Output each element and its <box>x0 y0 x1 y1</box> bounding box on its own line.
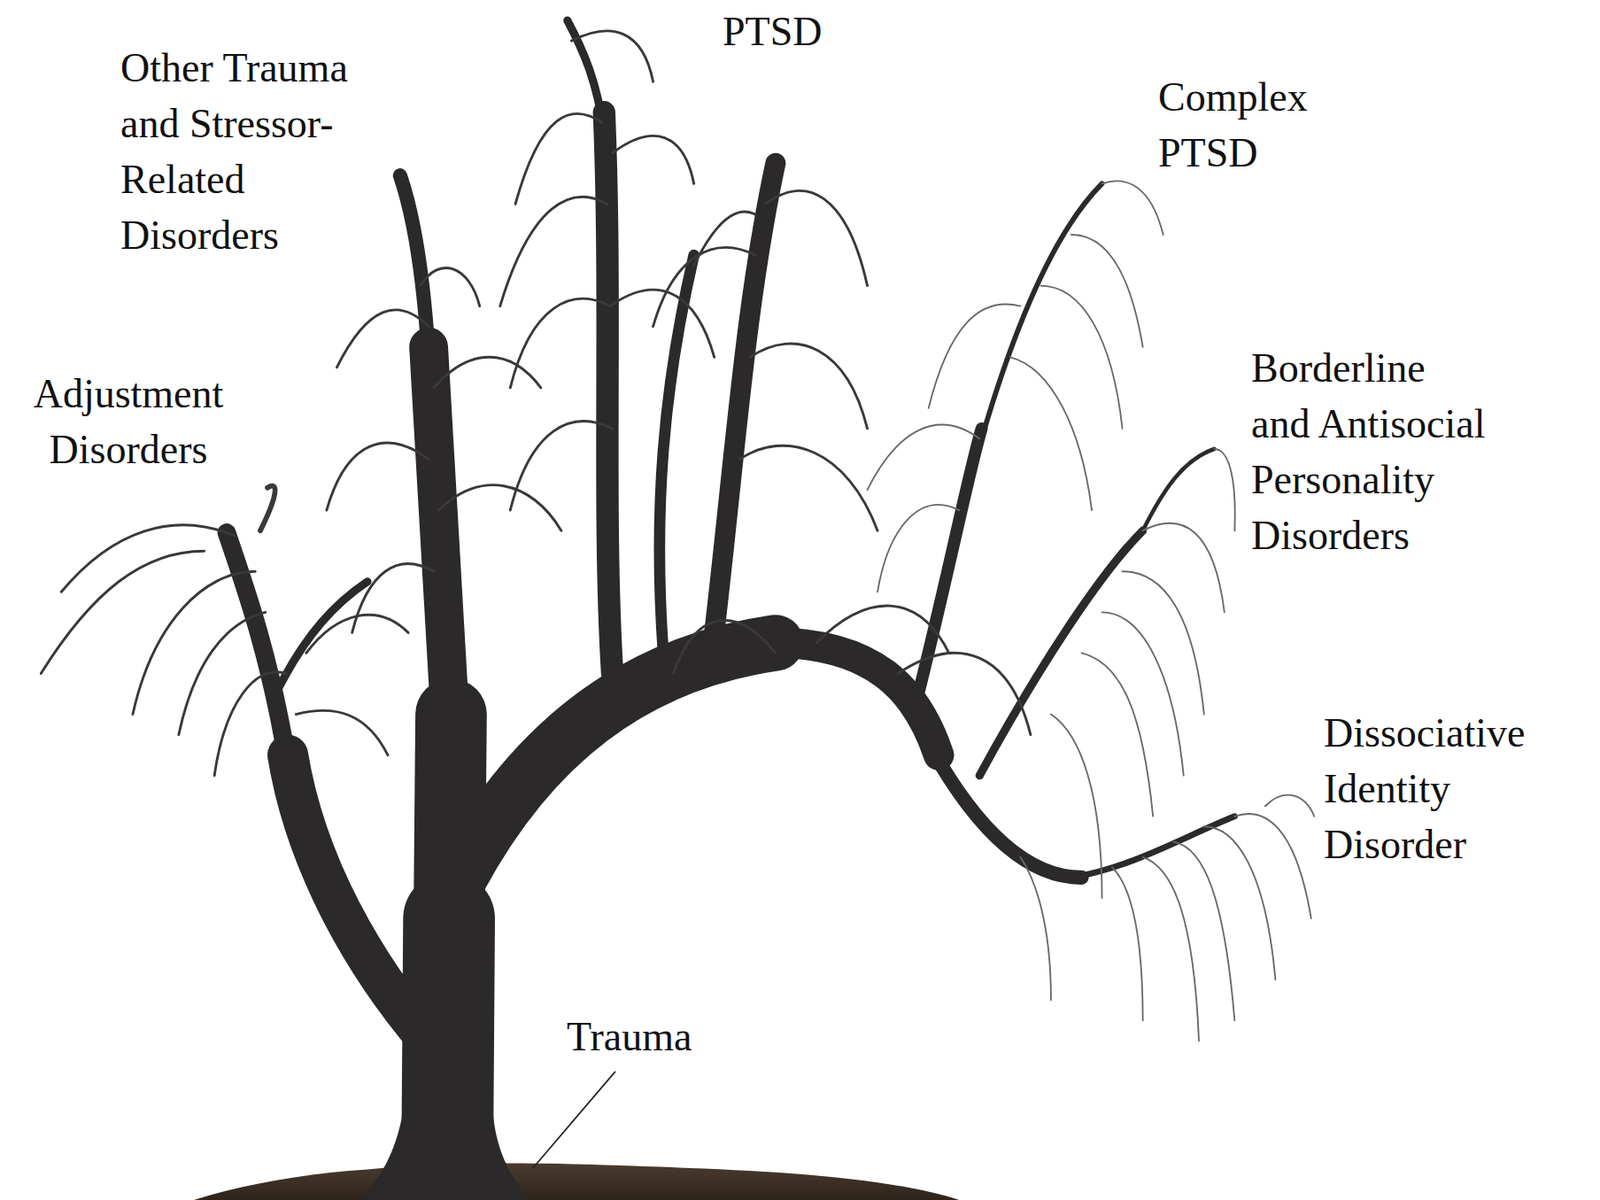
tree-stroke <box>765 190 867 286</box>
tree-stroke <box>1112 866 1144 1021</box>
tree-stroke <box>755 642 939 756</box>
disorder-label: Other Trauma and Stressor-Related Disord… <box>120 39 404 263</box>
tree-stroke <box>178 611 266 735</box>
tree-stroke <box>659 255 695 653</box>
disorder-label: Dissociative Identity Disorder <box>1323 704 1554 873</box>
tree-stroke <box>673 620 776 674</box>
tree-stroke <box>611 135 694 184</box>
tree-stroke <box>1173 842 1235 1021</box>
tree-stroke <box>287 755 429 1042</box>
tree-stroke <box>420 268 480 307</box>
tree-stroke <box>400 175 429 357</box>
tree-stroke <box>275 581 368 695</box>
tree-stroke <box>1204 826 1276 980</box>
tree-stroke <box>533 1071 616 1168</box>
ground <box>193 1162 959 1200</box>
tree-stroke <box>1122 571 1205 714</box>
tree-stroke <box>1143 448 1215 531</box>
tree-stroke <box>867 425 981 490</box>
tree-stroke <box>510 421 612 511</box>
disorder-label: Trauma <box>566 1008 744 1065</box>
disorder-label: Complex PTSD <box>1158 69 1336 181</box>
tree-stroke <box>897 652 1031 735</box>
tree-stroke <box>295 710 388 755</box>
tree-stroke <box>336 309 429 368</box>
tree-stroke <box>930 746 1083 877</box>
trunk-and-limbs <box>226 20 1235 1200</box>
tree-stroke <box>714 162 776 633</box>
tree-stroke <box>1051 714 1103 898</box>
tree-stroke <box>510 298 611 387</box>
tree-stroke <box>226 532 288 766</box>
tree-stroke <box>694 211 756 266</box>
tree-stroke <box>1040 285 1122 429</box>
tree-stroke <box>1102 180 1164 235</box>
tree-stroke <box>214 672 286 776</box>
tree-stroke <box>1234 813 1311 919</box>
tree-stroke <box>749 343 868 429</box>
tree-stroke <box>877 504 959 592</box>
disorder-label: Adjustment Disorders <box>0 365 257 478</box>
tree-stroke <box>603 112 612 674</box>
tree-stroke <box>433 356 542 388</box>
tree-stroke <box>306 614 409 653</box>
tree-stroke <box>1143 523 1225 612</box>
tree-stroke <box>132 571 256 714</box>
disorder-label: Borderline and Antisocial Personality Di… <box>1251 340 1491 564</box>
tree-stroke <box>61 525 235 593</box>
tree-stroke <box>571 30 653 82</box>
pale-twigs <box>867 180 1315 1041</box>
tree-stroke <box>1010 356 1092 511</box>
tree-stroke <box>260 486 276 531</box>
tree-stroke <box>1020 857 1052 1000</box>
tree-stroke <box>653 247 756 327</box>
tree-stroke <box>1143 857 1199 1041</box>
tree-stroke <box>352 564 434 634</box>
tree-stroke <box>428 347 451 735</box>
tree-stroke <box>1071 816 1235 878</box>
tree-stroke <box>500 196 608 306</box>
tree-stroke <box>515 113 603 204</box>
tree-stroke <box>928 304 1021 409</box>
tree-stroke <box>1213 448 1235 531</box>
tree-stroke <box>439 485 562 531</box>
tree-stroke <box>816 605 950 653</box>
tree-stroke <box>981 183 1103 439</box>
leader-line <box>533 1071 616 1168</box>
tree-stroke <box>1265 795 1315 817</box>
tree-stroke <box>1071 234 1144 348</box>
tree-stroke <box>326 442 429 511</box>
tree-stroke <box>979 530 1143 776</box>
tree-stroke <box>740 445 879 531</box>
tree-stroke <box>193 1162 959 1200</box>
disorder-label: PTSD <box>722 3 900 60</box>
